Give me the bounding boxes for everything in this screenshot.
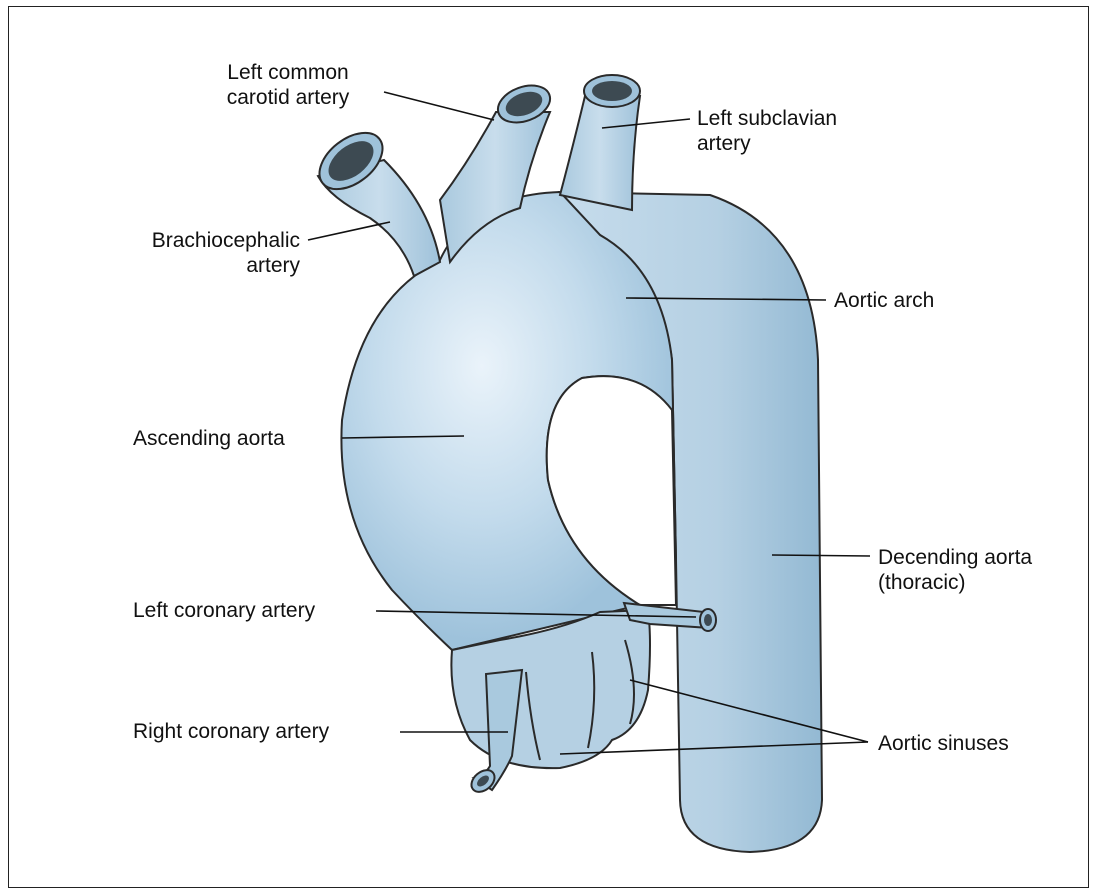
label-left-coronary: Left coronary artery <box>133 598 315 623</box>
label-line: artery <box>100 253 300 278</box>
left-subclavian-shape <box>560 96 640 210</box>
leader-descending-aorta <box>772 555 870 556</box>
label-left-subclavian: Left subclavian artery <box>697 106 837 156</box>
label-ascending-aorta: Ascending aorta <box>133 426 285 451</box>
label-line: Left common <box>198 60 378 85</box>
label-aortic-sinuses: Aortic sinuses <box>878 731 1009 756</box>
label-left-common-carotid: Left common carotid artery <box>198 60 378 110</box>
label-line: Brachiocephalic <box>100 228 300 253</box>
label-line: Decending aorta <box>878 545 1032 570</box>
leader-brachiocephalic <box>308 222 390 240</box>
label-line: (thoracic) <box>878 570 1032 595</box>
label-line: Left subclavian <box>697 106 837 131</box>
label-right-coronary: Right coronary artery <box>133 719 329 744</box>
left-coronary-lumen <box>704 614 712 626</box>
label-brachiocephalic: Brachiocephalic artery <box>100 228 300 278</box>
leader-left-common-carotid <box>384 92 494 120</box>
label-aortic-arch: Aortic arch <box>834 288 934 313</box>
label-line: artery <box>697 131 837 156</box>
subclavian-lumen <box>592 81 632 101</box>
label-descending-aorta: Decending aorta (thoracic) <box>878 545 1032 595</box>
label-line: carotid artery <box>198 85 378 110</box>
